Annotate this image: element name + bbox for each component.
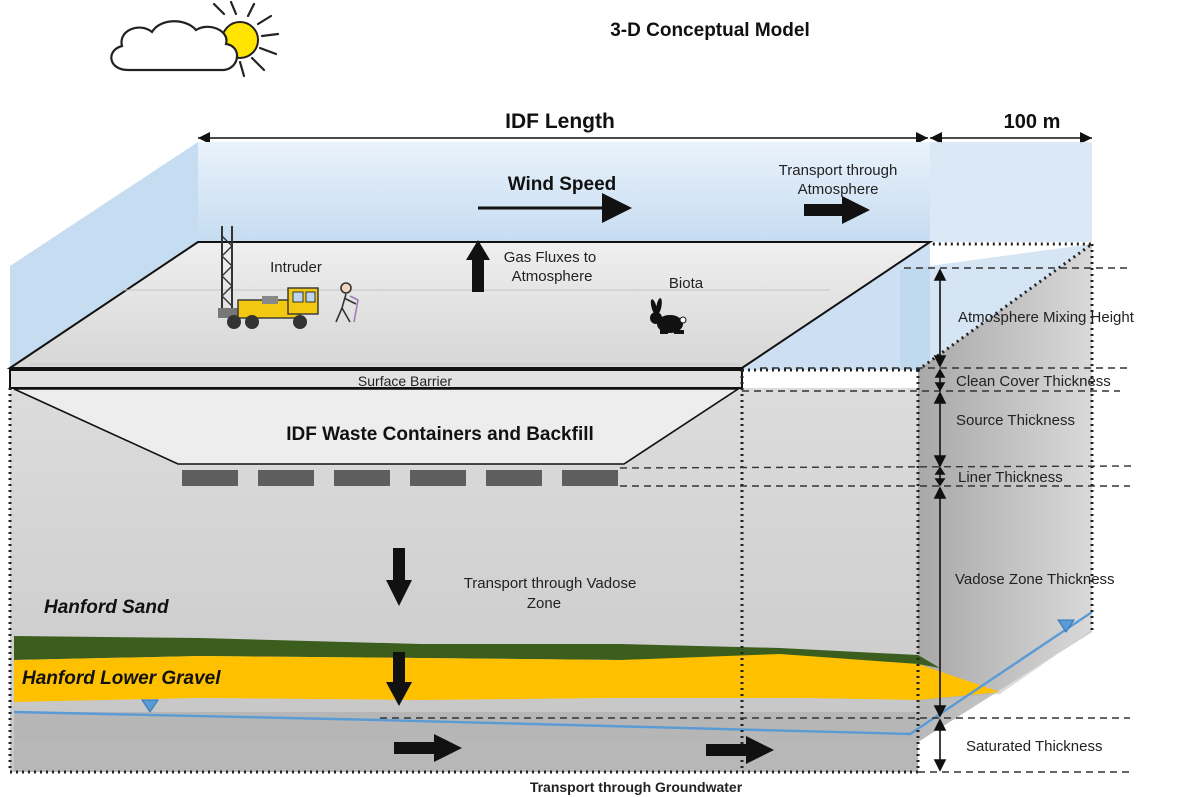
gravel-arrow xyxy=(386,652,412,706)
water-table-marker-icon xyxy=(1057,619,1075,633)
waste-containers-label: IDF Waste Containers and Backfill xyxy=(286,424,594,445)
transport-atmosphere-line-2: Atmosphere xyxy=(798,181,879,198)
groundwater-arrow-1 xyxy=(394,734,462,762)
groundwater-arrow-2 xyxy=(706,736,774,764)
transport-atmosphere-arrow xyxy=(804,196,870,224)
transport-vadose-line-2: Zone xyxy=(527,595,561,612)
liner-blocks xyxy=(182,470,618,486)
biota-label: Biota xyxy=(669,275,704,292)
water-table-marker-icon xyxy=(141,699,159,713)
intruder-label: Intruder xyxy=(270,259,322,276)
liner-thickness-label: Liner Thickness xyxy=(958,469,1063,486)
hanford-lower-gravel-label: Hanford Lower Gravel xyxy=(22,668,221,689)
transport-atmosphere-line-1: Transport through xyxy=(779,162,898,179)
gas-flux-arrow xyxy=(466,240,490,292)
sun-cloud-icon xyxy=(110,0,280,78)
vadose-arrow xyxy=(386,548,412,606)
ground-top-surface xyxy=(6,241,934,369)
thickness-arrows xyxy=(933,268,947,772)
atmosphere-mixing-height-label: Atmosphere Mixing Height xyxy=(958,309,1135,326)
transport-vadose-line-1: Transport through Vadose xyxy=(464,575,637,592)
saturated-thickness-label: Saturated Thickness xyxy=(966,738,1102,755)
idf-length-label: IDF Length xyxy=(505,110,615,133)
transport-groundwater-label: Transport through Groundwater xyxy=(530,779,743,795)
water-table-line xyxy=(13,611,1093,736)
depth-dimension: 100 m xyxy=(930,111,1092,144)
surface-barrier-label: Surface Barrier xyxy=(358,373,452,389)
drill-rig-icon xyxy=(218,226,319,329)
clean-cover-thickness-label: Clean Cover Thickness xyxy=(956,373,1111,390)
gas-fluxes-line-1: Gas Fluxes to xyxy=(504,249,597,266)
waste-containers xyxy=(13,388,741,465)
diagram-title: 3-D Conceptual Model xyxy=(610,20,810,41)
depth-label: 100 m xyxy=(1004,111,1061,133)
source-thickness-label: Source Thickness xyxy=(956,412,1075,429)
idf-length-dimension: IDF Length xyxy=(198,110,928,144)
rabbit-icon xyxy=(650,298,687,334)
thickness-guides xyxy=(380,267,1133,773)
hanford-sand-label: Hanford Sand xyxy=(44,597,169,618)
thickness-labels: Atmosphere Mixing Height Clean Cover Thi… xyxy=(955,309,1135,755)
hanford-lower-gravel-layer xyxy=(14,654,1000,702)
vadose-zone-thickness-label: Vadose Zone Thickness xyxy=(955,571,1115,588)
saturated-zone xyxy=(14,712,918,772)
gas-fluxes-line-2: Atmosphere xyxy=(512,268,593,285)
surface-barrier xyxy=(9,369,743,389)
dotted-outlines xyxy=(8,242,1097,774)
person-icon xyxy=(335,282,359,323)
wind-speed-label: Wind Speed xyxy=(508,174,617,195)
